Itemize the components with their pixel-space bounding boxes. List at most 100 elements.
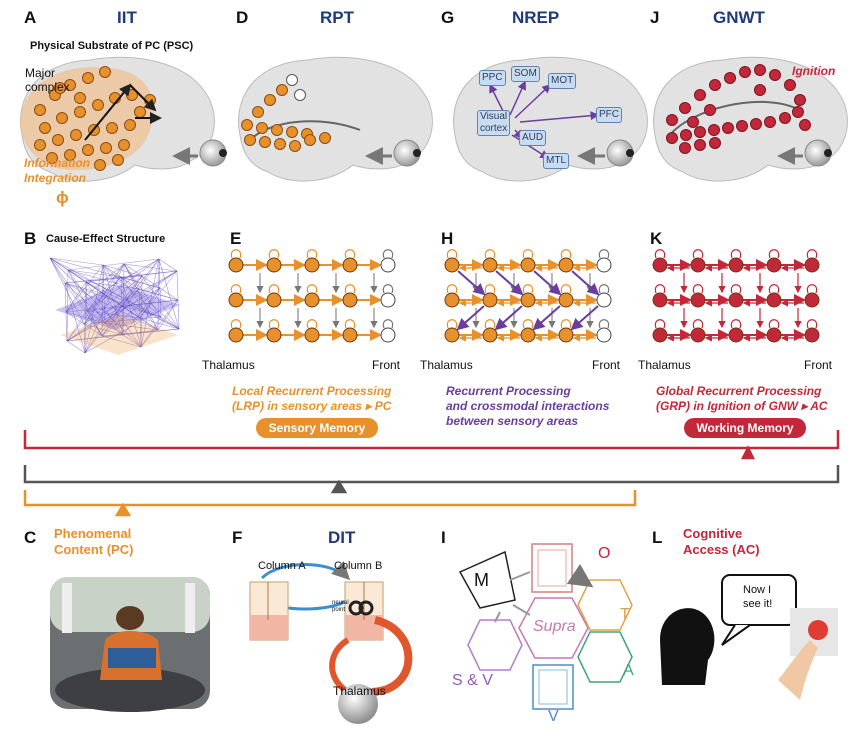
network-node (266, 327, 282, 343)
rpt-inactive-node (286, 74, 298, 86)
network-node (652, 327, 668, 343)
self-loop (306, 284, 318, 294)
iit-node (34, 139, 46, 151)
network-node (766, 327, 782, 343)
self-loop (344, 284, 356, 294)
network-node (804, 292, 820, 308)
network-node (482, 292, 498, 308)
working-memory-badge: Working Memory (684, 418, 806, 438)
gnwt-node (679, 142, 691, 154)
ignition-label: Ignition (792, 64, 836, 78)
self-loop (522, 249, 534, 259)
e-thalamus-label: Thalamus (202, 358, 255, 372)
theory-title-rpt: RPT (320, 8, 354, 27)
ces-edge (177, 299, 180, 330)
gnwt-node (679, 102, 691, 114)
lrp-desc-1: Local Recurrent Processing (232, 384, 392, 398)
self-loop (268, 319, 280, 329)
network-node (558, 292, 574, 308)
gnwt-node (769, 69, 781, 81)
network-node (444, 292, 460, 308)
self-loop (230, 319, 242, 329)
self-loop (484, 284, 496, 294)
ces-edge (159, 287, 179, 301)
iit-node (39, 122, 51, 134)
ces-plane (60, 315, 178, 355)
dit-columns (249, 561, 413, 724)
self-loop (654, 249, 666, 259)
panel-letter-j: J (650, 8, 660, 27)
network-node (728, 257, 744, 273)
self-loop (522, 284, 534, 294)
gnwt-node (709, 79, 721, 91)
self-loop (598, 249, 610, 259)
ces-edge (122, 287, 161, 336)
rpt-inactive-node (294, 89, 306, 101)
gnwt-node (694, 89, 706, 101)
ces-edge (65, 264, 104, 313)
network-node (342, 257, 358, 273)
ces-edge (102, 264, 141, 319)
cause-effect-structure (49, 257, 180, 355)
self-loop (344, 319, 356, 329)
ces-edge (121, 275, 143, 307)
iit-node (54, 82, 66, 94)
gnwt-node (736, 120, 748, 132)
network-node (596, 327, 612, 343)
ces-edge (121, 305, 141, 319)
iit-node (118, 139, 130, 151)
rpt-node (286, 126, 298, 138)
ces-edge (102, 264, 122, 278)
network-node (690, 292, 706, 308)
gnwt-node (799, 119, 811, 131)
neural-point-label-2: point (332, 607, 346, 613)
ces-edge (66, 287, 161, 342)
ces-edge (122, 334, 142, 348)
ces-edge (83, 323, 86, 354)
ces-edge (103, 293, 142, 348)
ces-edge (67, 269, 162, 318)
ces-edge (123, 263, 178, 272)
ces-edge (84, 305, 123, 354)
iit-node (124, 119, 136, 131)
lrp-desc-2: (LRP) in sensory areas ▸ PC (232, 399, 392, 413)
network-node (304, 257, 320, 273)
nrep-hex-schema (458, 543, 633, 710)
ces-edge (101, 335, 142, 348)
ces-edge (64, 282, 67, 313)
crossmodal-arrow (456, 305, 485, 331)
iit-node (99, 66, 111, 78)
speech-line-2: see it! (743, 598, 773, 610)
theory-title-dit: DIT (328, 528, 356, 547)
gnwt-node (666, 114, 678, 126)
crossmodal-arrow (571, 270, 600, 296)
network-node (728, 327, 744, 343)
self-loop (654, 284, 666, 294)
gnwt-node (708, 124, 720, 136)
hex-sv-label: S & V (452, 672, 493, 689)
gnwt-node (754, 84, 766, 96)
panel-letter-g: G (441, 8, 455, 27)
ces-edge (104, 275, 143, 324)
rpt-node (289, 140, 301, 152)
hex-a-label: A (623, 662, 634, 679)
self-loop (484, 249, 496, 259)
rpt-node (276, 84, 288, 96)
ces-edge (83, 323, 103, 337)
ces-edge (49, 257, 104, 266)
ces-edge (123, 263, 143, 277)
self-loop (560, 319, 572, 329)
self-loop (806, 249, 818, 259)
panel-letter-d: D (236, 8, 249, 27)
self-loop (382, 284, 394, 294)
iit-node (64, 149, 76, 161)
self-loop (382, 319, 394, 329)
network-node (690, 327, 706, 343)
ces-edge (83, 276, 122, 325)
nrep-desc-2: and crossmodal interactions (446, 399, 610, 413)
psc-subtitle: Physical Substrate of PC (PSC) (30, 40, 194, 52)
phenomenal-title-2: Content (PC) (54, 542, 134, 557)
cognitive-title-2: Access (AC) (683, 542, 760, 557)
nrep-desc-1: Recurrent Processing (446, 384, 571, 398)
